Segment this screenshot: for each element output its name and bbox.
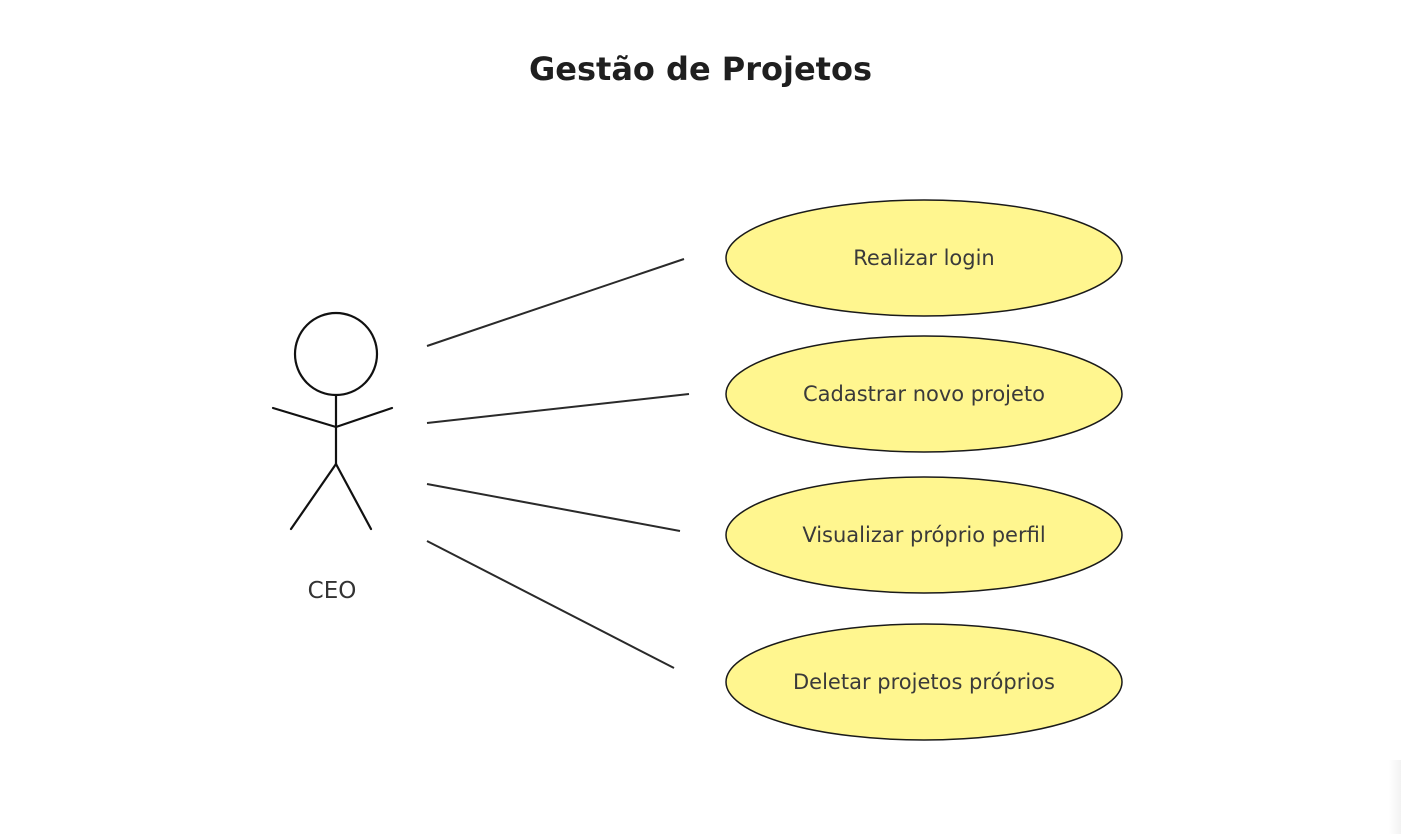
- actor-right-leg: [334, 462, 373, 531]
- association-line-login[interactable]: [426, 258, 685, 347]
- scroll-edge-shadow: [1389, 760, 1401, 834]
- association-line-deletar[interactable]: [426, 540, 675, 669]
- actor-left-leg: [289, 462, 338, 531]
- use-case-ellipse-deletar[interactable]: [725, 623, 1123, 741]
- actor-right-arm: [334, 406, 394, 429]
- use-case-visualizar-perfil[interactable]: Visualizar próprio perfil: [802, 523, 1046, 547]
- association-line-visualizar[interactable]: [426, 483, 681, 532]
- use-case-login[interactable]: Realizar login: [853, 246, 995, 270]
- use-case-cadastrar-projeto[interactable]: Cadastrar novo projeto: [802, 382, 1045, 406]
- association-line-cadastrar[interactable]: [426, 393, 690, 424]
- actor-left-arm: [271, 406, 338, 429]
- use-case-ellipse-cadastrar[interactable]: [725, 335, 1123, 453]
- use-case-ellipse-visualizar[interactable]: [725, 476, 1123, 594]
- use-case-ellipse-login[interactable]: [725, 199, 1123, 317]
- diagram-title: Gestão de Projetos: [529, 50, 872, 88]
- actor-ceo[interactable]: [271, 311, 394, 531]
- use-case-deletar-projetos[interactable]: Deletar projetos próprios: [793, 670, 1055, 694]
- actor-label: CEO: [307, 578, 357, 604]
- actor-head: [293, 311, 379, 397]
